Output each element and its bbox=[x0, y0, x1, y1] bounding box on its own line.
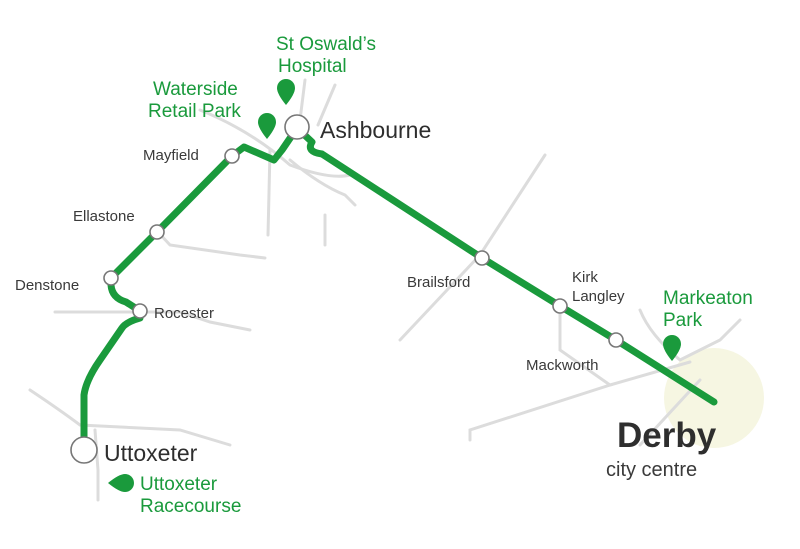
label-ashbourne: Ashbourne bbox=[320, 117, 431, 143]
labels: Mayfield Ellastone Denstone Rocester Bra… bbox=[15, 34, 753, 517]
label-markeaton: Markeaton bbox=[663, 288, 753, 309]
label-markeaton-2: Park bbox=[663, 310, 703, 331]
label-racecourse-2: Racecourse bbox=[140, 496, 241, 517]
label-brailsford: Brailsford bbox=[407, 274, 470, 291]
label-rocester: Rocester bbox=[154, 305, 214, 322]
label-derby: Derby bbox=[617, 416, 717, 455]
label-racecourse: Uttoxeter bbox=[140, 474, 218, 495]
pin-racecourse-icon[interactable] bbox=[108, 474, 134, 492]
stop-rocester[interactable] bbox=[132, 303, 148, 319]
label-derby-sub: city centre bbox=[606, 459, 697, 481]
label-uttoxeter: Uttoxeter bbox=[104, 440, 198, 466]
stop-ashbourne[interactable] bbox=[284, 114, 310, 140]
label-ellastone: Ellastone bbox=[73, 208, 135, 225]
stop-denstone[interactable] bbox=[103, 270, 119, 286]
stop-uttoxeter[interactable] bbox=[70, 436, 98, 464]
label-mackworth: Mackworth bbox=[526, 357, 599, 374]
label-kirk-langley: Kirk bbox=[572, 269, 598, 286]
pin-st-oswalds-icon[interactable] bbox=[277, 79, 295, 105]
stop-ellastone[interactable] bbox=[149, 224, 165, 240]
stop-mayfield[interactable] bbox=[224, 148, 240, 164]
pin-markeaton-icon[interactable] bbox=[663, 335, 681, 361]
stop-kirk-langley[interactable] bbox=[552, 298, 568, 314]
label-mayfield: Mayfield bbox=[143, 147, 199, 164]
stop-brailsford[interactable] bbox=[474, 250, 490, 266]
stop-mackworth[interactable] bbox=[608, 332, 624, 348]
label-waterside-2: Retail Park bbox=[148, 101, 241, 122]
label-kirk-langley-2: Langley bbox=[572, 288, 625, 305]
pin-waterside-icon[interactable] bbox=[258, 113, 276, 139]
roads bbox=[28, 78, 742, 502]
poi-pins bbox=[108, 79, 681, 492]
label-denstone: Denstone bbox=[15, 277, 79, 294]
stops bbox=[70, 114, 624, 464]
label-st-oswalds-2: Hospital bbox=[278, 56, 347, 77]
route-line bbox=[80, 124, 718, 454]
label-st-oswalds: St Oswald’s bbox=[276, 34, 376, 55]
label-waterside: Waterside bbox=[153, 79, 238, 100]
